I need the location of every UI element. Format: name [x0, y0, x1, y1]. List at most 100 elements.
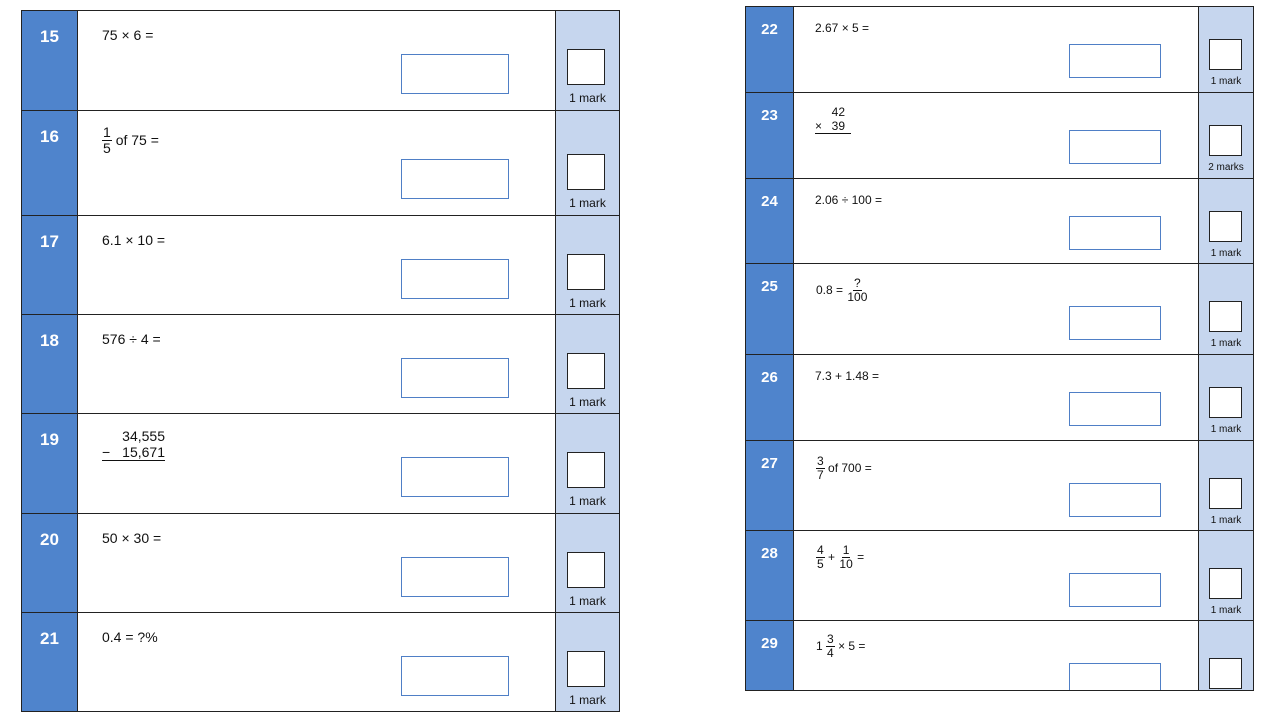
- mark-box[interactable]: [567, 49, 605, 85]
- question-content: 6.1 × 10 =: [77, 216, 555, 314]
- fraction: 3 4: [826, 633, 835, 659]
- fraction-numerator: 1: [102, 124, 112, 141]
- question-content: 2.06 ÷ 100 =: [793, 179, 1198, 263]
- answer-box[interactable]: [1069, 573, 1161, 607]
- mark-label: 1 mark: [1210, 248, 1242, 259]
- marks-column: 1 mark: [1198, 179, 1253, 263]
- mark-label: 1 mark: [569, 594, 606, 608]
- fraction: 3 7: [816, 455, 825, 481]
- expression-suffix: of 75 =: [115, 132, 159, 149]
- answer-box[interactable]: [401, 358, 509, 398]
- question-expression: 576 ÷ 4 =: [102, 331, 161, 347]
- question-content: 42 × 39: [793, 93, 1198, 178]
- mark-box[interactable]: [1209, 568, 1242, 599]
- mark-box[interactable]: [1209, 301, 1242, 332]
- answer-box[interactable]: [1069, 306, 1161, 340]
- answer-box[interactable]: [401, 259, 509, 299]
- answer-box[interactable]: [1069, 130, 1161, 164]
- question-content: 7.3 + 1.48 =: [793, 355, 1198, 440]
- marks-column: 2 marks: [1198, 93, 1253, 178]
- question-row-27: 27 3 7 of 700 = 1 mark: [746, 441, 1253, 531]
- question-content: 34,555 − 15,671: [77, 414, 555, 513]
- mark-box[interactable]: [1209, 125, 1242, 156]
- answer-box[interactable]: [1069, 392, 1161, 426]
- question-row-26: 26 7.3 + 1.48 = 1 mark: [746, 355, 1253, 441]
- question-row-16: 16 1 5 of 75 = 1 mark: [22, 111, 619, 216]
- mark-label: 1 mark: [569, 395, 606, 409]
- fraction: ? 100: [846, 277, 868, 303]
- answer-box[interactable]: [401, 557, 509, 597]
- answer-box[interactable]: [1069, 44, 1161, 78]
- mark-label: 2 marks: [1208, 162, 1244, 173]
- question-row-20: 20 50 × 30 = 1 mark: [22, 514, 619, 613]
- answer-box[interactable]: [1069, 663, 1161, 690]
- expression-suffix: of 700 =: [828, 461, 872, 476]
- right-question-panel: 22 2.67 × 5 = 1 mark 23 42 × 39 2 marks: [745, 6, 1254, 691]
- question-number: 19: [22, 414, 77, 513]
- question-number: 28: [746, 531, 793, 620]
- question-expression: 0.8 = ? 100: [816, 277, 868, 303]
- answer-box[interactable]: [1069, 483, 1161, 517]
- mark-box[interactable]: [1209, 658, 1242, 689]
- fraction-numerator: 3: [816, 454, 825, 469]
- question-row-23: 23 42 × 39 2 marks: [746, 93, 1253, 179]
- marks-column: 1 mark: [1198, 264, 1253, 354]
- fraction: 1 5: [102, 125, 112, 155]
- question-content: 50 × 30 =: [77, 514, 555, 612]
- question-number: 15: [22, 11, 77, 110]
- mark-box[interactable]: [567, 651, 605, 687]
- question-content: 1 3 4 × 5 =: [793, 621, 1198, 690]
- question-number: 17: [22, 216, 77, 314]
- answer-box[interactable]: [401, 457, 509, 497]
- mark-label: 1 mark: [569, 196, 606, 210]
- column-subtraction: 34,555 − 15,671: [102, 428, 165, 461]
- marks-column: 1 mark: [555, 216, 619, 314]
- expression-operator: +: [828, 550, 836, 565]
- question-number: 24: [746, 179, 793, 263]
- mark-box[interactable]: [1209, 387, 1242, 418]
- mark-label: 1 mark: [569, 296, 606, 310]
- answer-box[interactable]: [401, 159, 509, 199]
- question-expression: 2.67 × 5 =: [815, 21, 870, 35]
- marks-column: 1 mark: [555, 613, 619, 711]
- column-operator: −: [102, 444, 111, 460]
- mark-box[interactable]: [567, 154, 605, 190]
- column-bottom-line: − 15,671: [102, 444, 165, 461]
- question-content: 75 × 6 =: [77, 11, 555, 110]
- question-content: 576 ÷ 4 =: [77, 315, 555, 413]
- question-row-19: 19 34,555 − 15,671 1 mark: [22, 414, 619, 514]
- column-bottom-line: × 39: [815, 119, 851, 134]
- mark-box[interactable]: [567, 254, 605, 290]
- answer-box[interactable]: [401, 656, 509, 696]
- question-expression: 4 5 + 1 10 =: [816, 544, 864, 570]
- marks-column: [1198, 621, 1253, 690]
- fraction-denominator: 100: [847, 289, 868, 304]
- question-content: 2.67 × 5 =: [793, 7, 1198, 92]
- mark-label: 1 mark: [569, 693, 606, 707]
- column-bottom-number: 39: [831, 119, 845, 133]
- question-number: 22: [746, 7, 793, 92]
- question-row-18: 18 576 ÷ 4 = 1 mark: [22, 315, 619, 414]
- question-number: 20: [22, 514, 77, 612]
- mark-label: 1 mark: [1210, 424, 1242, 435]
- mark-box[interactable]: [567, 452, 605, 488]
- marks-column: 1 mark: [555, 11, 619, 110]
- question-expression: 6.1 × 10 =: [102, 232, 166, 248]
- column-operator: ×: [815, 119, 823, 133]
- mark-box[interactable]: [567, 552, 605, 588]
- column-multiplication: 42 × 39: [815, 105, 851, 134]
- question-expression: 2.06 ÷ 100 =: [815, 193, 882, 207]
- question-number: 26: [746, 355, 793, 440]
- answer-box[interactable]: [1069, 216, 1161, 250]
- marks-column: 1 mark: [1198, 355, 1253, 440]
- left-question-panel: 15 75 × 6 = 1 mark 16 1 5 of 75 = 1 mark: [21, 10, 620, 712]
- answer-box[interactable]: [401, 54, 509, 94]
- mark-box[interactable]: [1209, 39, 1242, 70]
- mark-label: 1 mark: [1210, 76, 1242, 87]
- marks-column: 1 mark: [555, 414, 619, 513]
- mark-box[interactable]: [567, 353, 605, 389]
- mark-box[interactable]: [1209, 211, 1242, 242]
- mark-box[interactable]: [1209, 478, 1242, 509]
- question-number: 18: [22, 315, 77, 413]
- question-row-15: 15 75 × 6 = 1 mark: [22, 11, 619, 111]
